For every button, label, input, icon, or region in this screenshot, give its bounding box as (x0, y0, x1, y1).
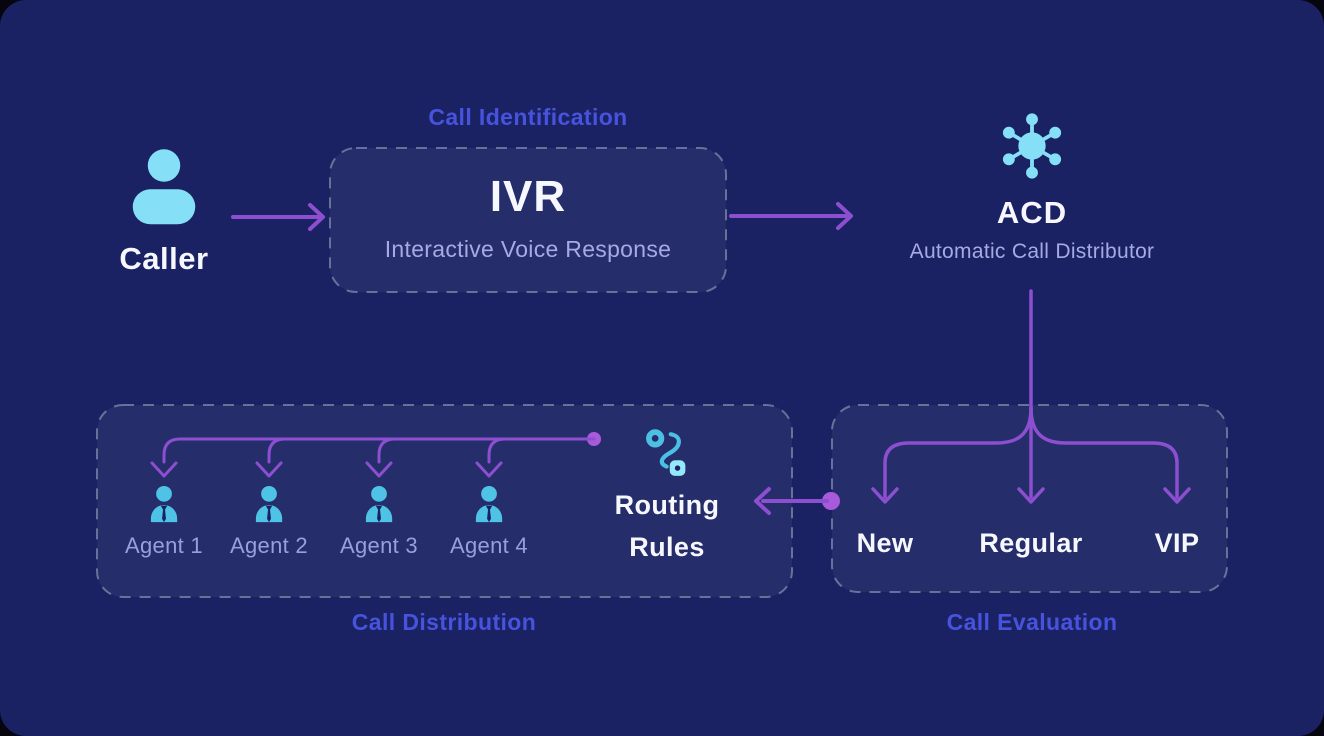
agent-node-1: Agent 1 (125, 484, 203, 559)
section-label-call-identification: Call Identification (428, 104, 628, 130)
agent-label: Agent 4 (450, 533, 528, 558)
agent-label: Agent 1 (125, 533, 203, 558)
agent-node-3: Agent 3 (340, 484, 418, 559)
agent-label: Agent 3 (340, 533, 418, 558)
arrow-caller-to-ivr (231, 203, 325, 231)
agent-person-icon (475, 485, 503, 523)
agent-person-icon (150, 485, 178, 523)
agent-person-icon (255, 485, 283, 523)
routing-rules-label: Routing Rules (615, 484, 720, 568)
category-vip: VIP (1154, 528, 1200, 558)
agent-person-icon (365, 485, 393, 523)
agent-label: Agent 2 (230, 533, 308, 558)
arrow-acd-to-evaluation (871, 289, 1191, 504)
routing-rules-node: Routing Rules (615, 428, 720, 568)
person-icon (132, 149, 196, 225)
section-label-call-distribution: Call Distribution (351, 609, 537, 635)
category-regular: Regular (979, 528, 1083, 558)
section-label-call-evaluation: Call Evaluation (946, 609, 1118, 635)
arrow-evaluation-to-routing (754, 487, 840, 515)
agent-node-4: Agent 4 (450, 484, 528, 559)
category-new: New (856, 528, 914, 558)
acd-subtitle: Automatic Call Distributor (909, 240, 1155, 263)
arrow-ivr-to-acd (729, 202, 853, 230)
caller-label: Caller (119, 241, 209, 276)
hub-network-icon (1002, 113, 1062, 179)
agent-node-2: Agent 2 (230, 484, 308, 559)
route-icon (646, 429, 686, 476)
call-distribution-box (96, 404, 793, 598)
routing-line2: Rules (629, 532, 705, 562)
arrow-routing-to-agents (150, 432, 601, 478)
acd-title: ACD (996, 195, 1068, 230)
ivr-subtitle: Interactive Voice Response (384, 236, 672, 262)
ivr-title: IVR (489, 172, 567, 221)
ivr-box (329, 147, 727, 293)
routing-line1: Routing (614, 490, 720, 520)
